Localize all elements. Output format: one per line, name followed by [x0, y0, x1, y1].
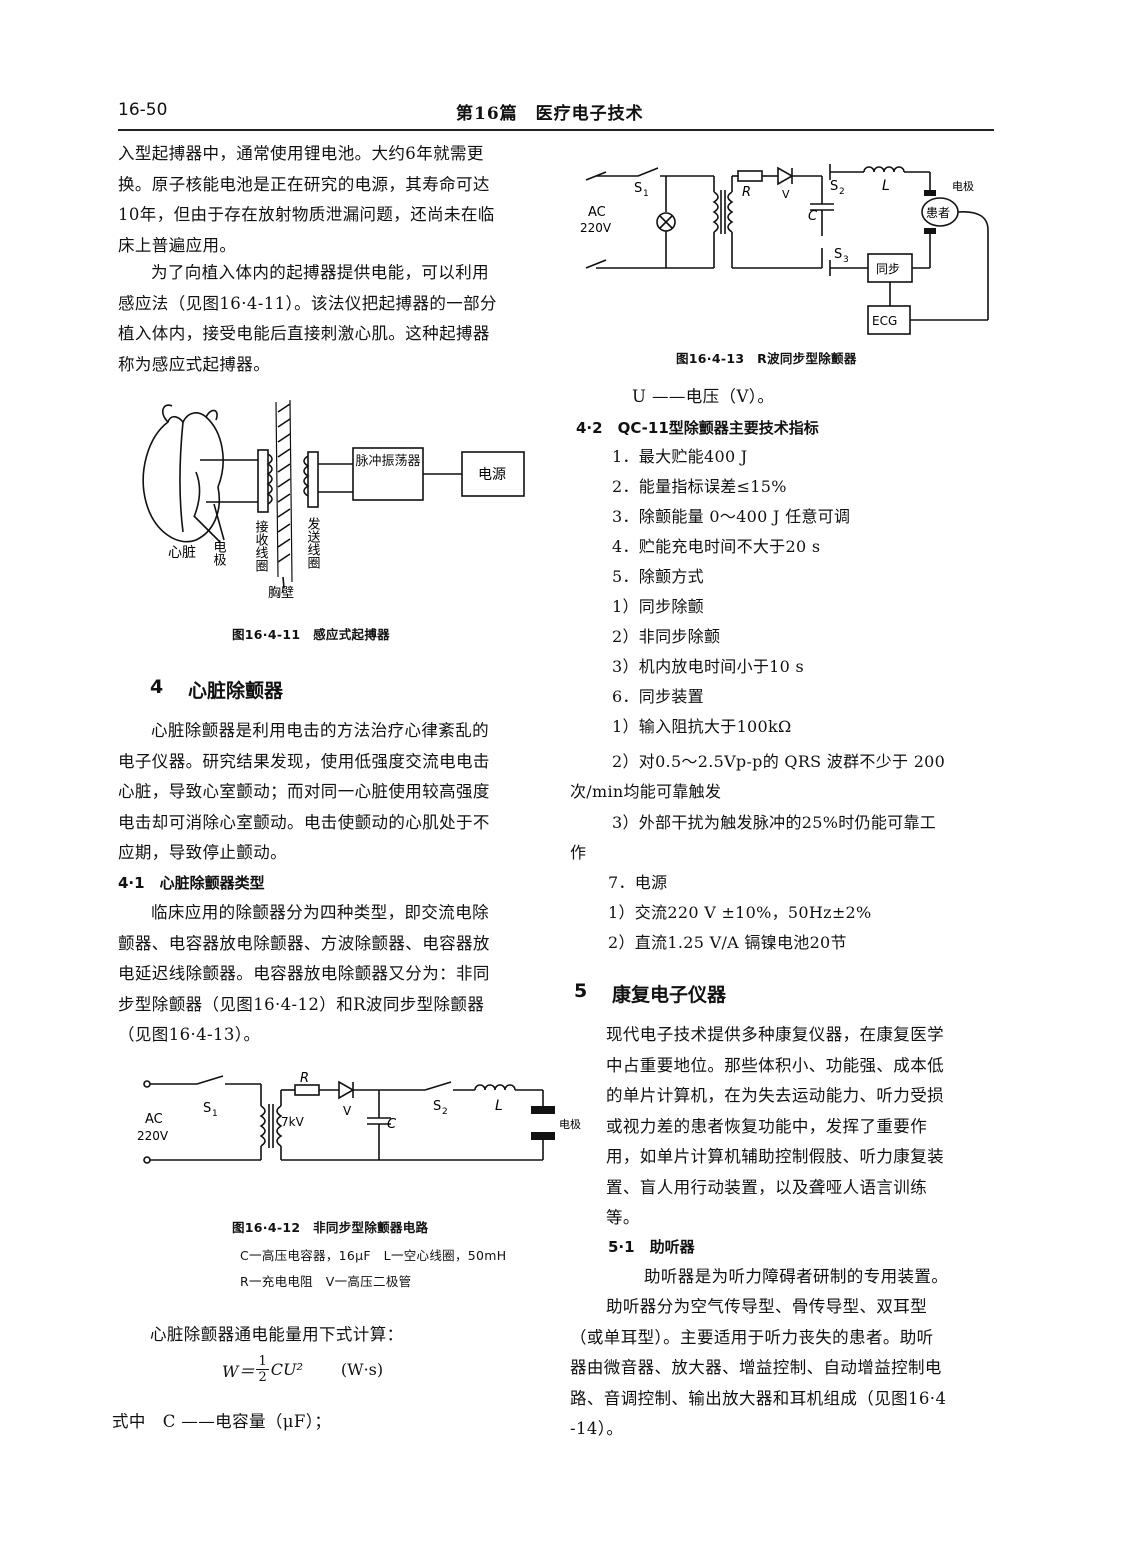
- power-box: [461, 451, 525, 497]
- chest-wall-hatch: [277, 403, 291, 563]
- list-item: 1）同步除颤: [612, 597, 704, 616]
- label-l-13: L: [882, 178, 890, 194]
- label-electrode-13: 电极: [952, 179, 974, 193]
- label-patient: 患者: [926, 206, 950, 220]
- section-4-number: 4: [150, 676, 164, 698]
- spec-list: 1．最大贮能400 J 2．能量指标误差≤15% 3．除颤能量 0～400 J …: [612, 442, 850, 742]
- list-item: 3）机内放电时间小于10 s: [612, 657, 805, 676]
- label-s2: S: [433, 1099, 441, 1114]
- svg-text:1: 1: [643, 189, 649, 199]
- list-item: 6．同步装置: [612, 687, 704, 706]
- label-s2-13: S: [830, 179, 838, 194]
- section-4-title: 心脏除颤器: [188, 680, 284, 702]
- label-ac: AC: [145, 1112, 163, 1127]
- section-5-number: 5: [574, 980, 588, 1002]
- label-receive-coil: 接收线圈: [253, 519, 269, 573]
- section-4-1-heading: 4·1 心脏除颤器类型: [118, 874, 265, 892]
- label-c-13: C: [808, 209, 818, 224]
- paragraph-battery: 入型起搏器中，通常使用锂电池。大约6年就需更 换。原子核能电池是正在研究的电源，…: [118, 144, 495, 255]
- label-s1-13: S: [634, 181, 642, 196]
- label-electrode-12: 电极: [559, 1117, 581, 1131]
- svg-text:2: 2: [442, 1107, 448, 1117]
- label-heart: 心脏: [168, 545, 196, 561]
- label-pulse-oscillator: 脉冲振荡器: [355, 454, 421, 469]
- legend-fig-12-line1: C一高压电容器，16μF L一空心线圈，50mH: [240, 1248, 507, 1263]
- figure-rwave-sync-defibrillator: AC 220V S 1 R V S 2 C S 3 L 电极 患者 同步 ECG: [580, 164, 989, 335]
- caption-fig-12: 图16·4-12 非同步型除颤器电路: [232, 1220, 429, 1235]
- caption-fig-11: 图16·4-11 感应式起搏器: [232, 627, 390, 642]
- list-item: 5．除颤方式: [612, 567, 704, 586]
- spec-qrs: 2）对0.5～2.5Vp-p的 QRS 波群不少于 200 次/min均能可靠触…: [570, 752, 946, 801]
- energy-formula: W＝ 1 2 CU² (W·s): [222, 1354, 384, 1385]
- label-electrode: 电极: [211, 540, 227, 566]
- heart-outline: [142, 412, 224, 543]
- label-chest-wall: 胸壁: [268, 586, 294, 601]
- formula-intro: 心脏除颤器通电能量用下式计算：: [150, 1325, 404, 1344]
- caption-fig-13: 图16·4-13 R波同步型除颤器: [676, 351, 857, 366]
- list-item: 3．除颤能量 0～400 J 任意可调: [612, 507, 851, 526]
- u-definition: U ——电压（V）。: [632, 387, 775, 406]
- legend-fig-12-line2: R一充电电阻 V一高压二极管: [240, 1274, 412, 1289]
- label-c: C: [387, 1117, 397, 1132]
- list-item: 2．能量指标误差≤15%: [612, 477, 787, 496]
- section-5-1-heading: 5·1 助听器: [608, 1238, 695, 1256]
- figure-inductive-pacemaker: 心脏 电极 接收线圈 发送线圈 胸壁 脉冲振荡器 电源: [142, 399, 525, 601]
- label-s3-13: S: [834, 247, 842, 262]
- list-item: 7．电源: [608, 873, 668, 892]
- label-220v-13: 220V: [580, 221, 612, 235]
- spec-power-list: 7．电源 1）交流220 V ±10%，50Hz±2% 2）直流1.25 V/A…: [608, 868, 872, 958]
- section-4-2-heading: 4·2 QC-11型除颤器主要技术指标: [576, 419, 819, 437]
- list-item: 2）直流1.25 V/A 镉镍电池20节: [608, 933, 847, 952]
- label-220v: 220V: [137, 1129, 169, 1143]
- section-5-title: 康复电子仪器: [612, 984, 727, 1006]
- list-item: 1）交流220 V ±10%，50Hz±2%: [608, 903, 872, 922]
- electrode-plate-top: [531, 1106, 555, 1114]
- label-v: V: [343, 1104, 352, 1118]
- header-rule: [118, 129, 994, 131]
- label-r-13: R: [742, 185, 751, 200]
- paragraph-hearing-aid-intro: 助听器是为听力障碍者研制的专用装置。: [644, 1267, 949, 1286]
- list-item: 1）输入阻抗大于100kΩ: [612, 717, 792, 736]
- electrode-top-13: [924, 190, 936, 196]
- list-item: 1．最大贮能400 J: [612, 447, 748, 466]
- electrode-bottom-13: [924, 228, 936, 234]
- label-sync: 同步: [876, 262, 900, 276]
- svg-text:3: 3: [843, 255, 849, 265]
- label-send-coil: 发送线圈: [305, 516, 321, 570]
- where-c-definition: 式中 C ——电容量（μF）；: [112, 1412, 332, 1431]
- spec-noise: 3）外部干扰为触发脉冲的25%时仍能可靠工 作: [570, 813, 937, 862]
- figure-nonsync-defibrillator: AC 220V S 1 R V 7kV C S 2 L 电极: [137, 1071, 581, 1164]
- label-v-13: V: [782, 188, 790, 201]
- svg-text:1: 1: [212, 1109, 218, 1119]
- paragraph-defibrillator: 心脏除颤器是利用电击的方法治疗心律紊乱的 电子仪器。研究结果发现，使用低强度交流…: [118, 721, 490, 862]
- list-item: 2）非同步除颤: [612, 627, 721, 646]
- electrode-plate-bottom: [531, 1132, 555, 1140]
- page-number: 16-50: [118, 100, 168, 120]
- svg-text:2: 2: [839, 187, 845, 197]
- label-s1: S: [203, 1101, 211, 1116]
- label-l: L: [495, 1098, 503, 1114]
- running-title: 第16篇 医疗电子技术: [456, 104, 644, 124]
- paragraph-induction: 为了向植入体内的起搏器提供电能，可以利用 感应法（见图16·4-11）。该法仪把…: [118, 263, 497, 374]
- label-power: 电源: [478, 467, 506, 483]
- paragraph-defib-types: 临床应用的除颤器分为四种类型，即交流电除 颤器、电容器放电除颤器、方波除颤器、电…: [118, 903, 490, 1044]
- label-r: R: [300, 1071, 309, 1086]
- paragraph-rehab: 现代电子技术提供多种康复仪器，在康复医学 中占重要地位。那些体积小、功能强、成本…: [606, 1025, 944, 1227]
- list-item: 4．贮能充电时间不大于20 s: [612, 537, 821, 556]
- label-ac-13: AC: [588, 205, 606, 220]
- label-ecg: ECG: [872, 314, 897, 328]
- label-7kv: 7kV: [281, 1115, 305, 1129]
- paragraph-hearing-aid-types: 助听器分为空气传导型、骨传导型、双耳型 （或单耳型）。主要适用于听力丧失的患者。…: [570, 1297, 947, 1438]
